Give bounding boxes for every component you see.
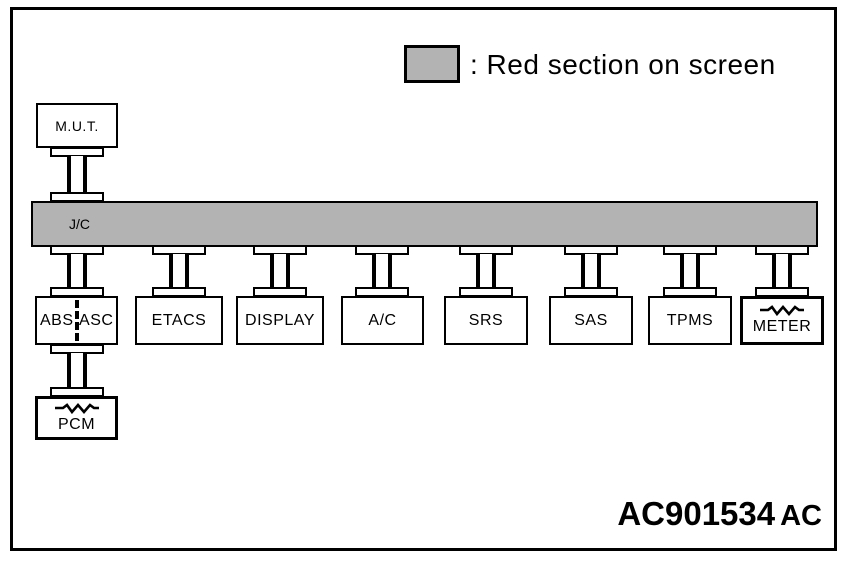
ac-label: A/C	[368, 311, 397, 329]
module-box-tpms: TPMS	[648, 296, 732, 345]
srs-label: SRS	[468, 311, 504, 329]
figure-code-suffix: AC	[780, 500, 822, 532]
etacs-connector-pipe	[169, 254, 189, 288]
resistor-icon	[760, 305, 804, 316]
abs-connector-pipe	[67, 254, 87, 288]
ac-connector-pipe	[372, 254, 392, 288]
srs-connector-pipe	[476, 254, 496, 288]
meter-label: METER	[752, 318, 812, 335]
etacs-label: ETACS	[151, 311, 207, 329]
legend-swatch	[404, 45, 460, 83]
jc-label: J/C	[69, 216, 90, 232]
tpms-connector-pipe	[680, 254, 700, 288]
abs-asc-split: ABS ASC	[37, 298, 116, 343]
jc-bus-bar: J/C	[31, 201, 818, 247]
pcm-connector-pipe	[67, 353, 87, 388]
meter-connector-pipe	[772, 254, 792, 288]
module-box-pcm: PCM	[35, 396, 118, 440]
abs-label: ABS	[39, 311, 74, 329]
asc-label: ASC	[79, 311, 114, 329]
module-box-meter: METER	[740, 296, 824, 345]
pcm-label: PCM	[57, 415, 96, 433]
mut-label: M.U.T.	[55, 117, 99, 134]
module-box-etacs: ETACS	[135, 296, 223, 345]
module-box-srs: SRS	[444, 296, 528, 345]
tpms-label: TPMS	[666, 311, 714, 329]
module-box-display: DISPLAY	[236, 296, 324, 345]
diagram-frame	[10, 7, 837, 551]
module-box-ac: A/C	[341, 296, 424, 345]
sas-label: SAS	[574, 311, 608, 329]
module-box-abs-asc: ABS ASC	[35, 296, 118, 345]
sas-connector-pipe	[581, 254, 601, 288]
module-box-sas: SAS	[549, 296, 633, 345]
legend-label: : Red section on screen	[470, 49, 776, 80]
resistor-icon	[54, 402, 99, 414]
figure-code-main: AC901534	[617, 495, 776, 532]
display-label: DISPLAY	[245, 311, 315, 329]
mut-box: M.U.T.	[36, 103, 118, 148]
mut-connector-pipe	[67, 156, 87, 194]
dashed-divider	[74, 300, 79, 341]
display-connector-pipe	[270, 254, 290, 288]
